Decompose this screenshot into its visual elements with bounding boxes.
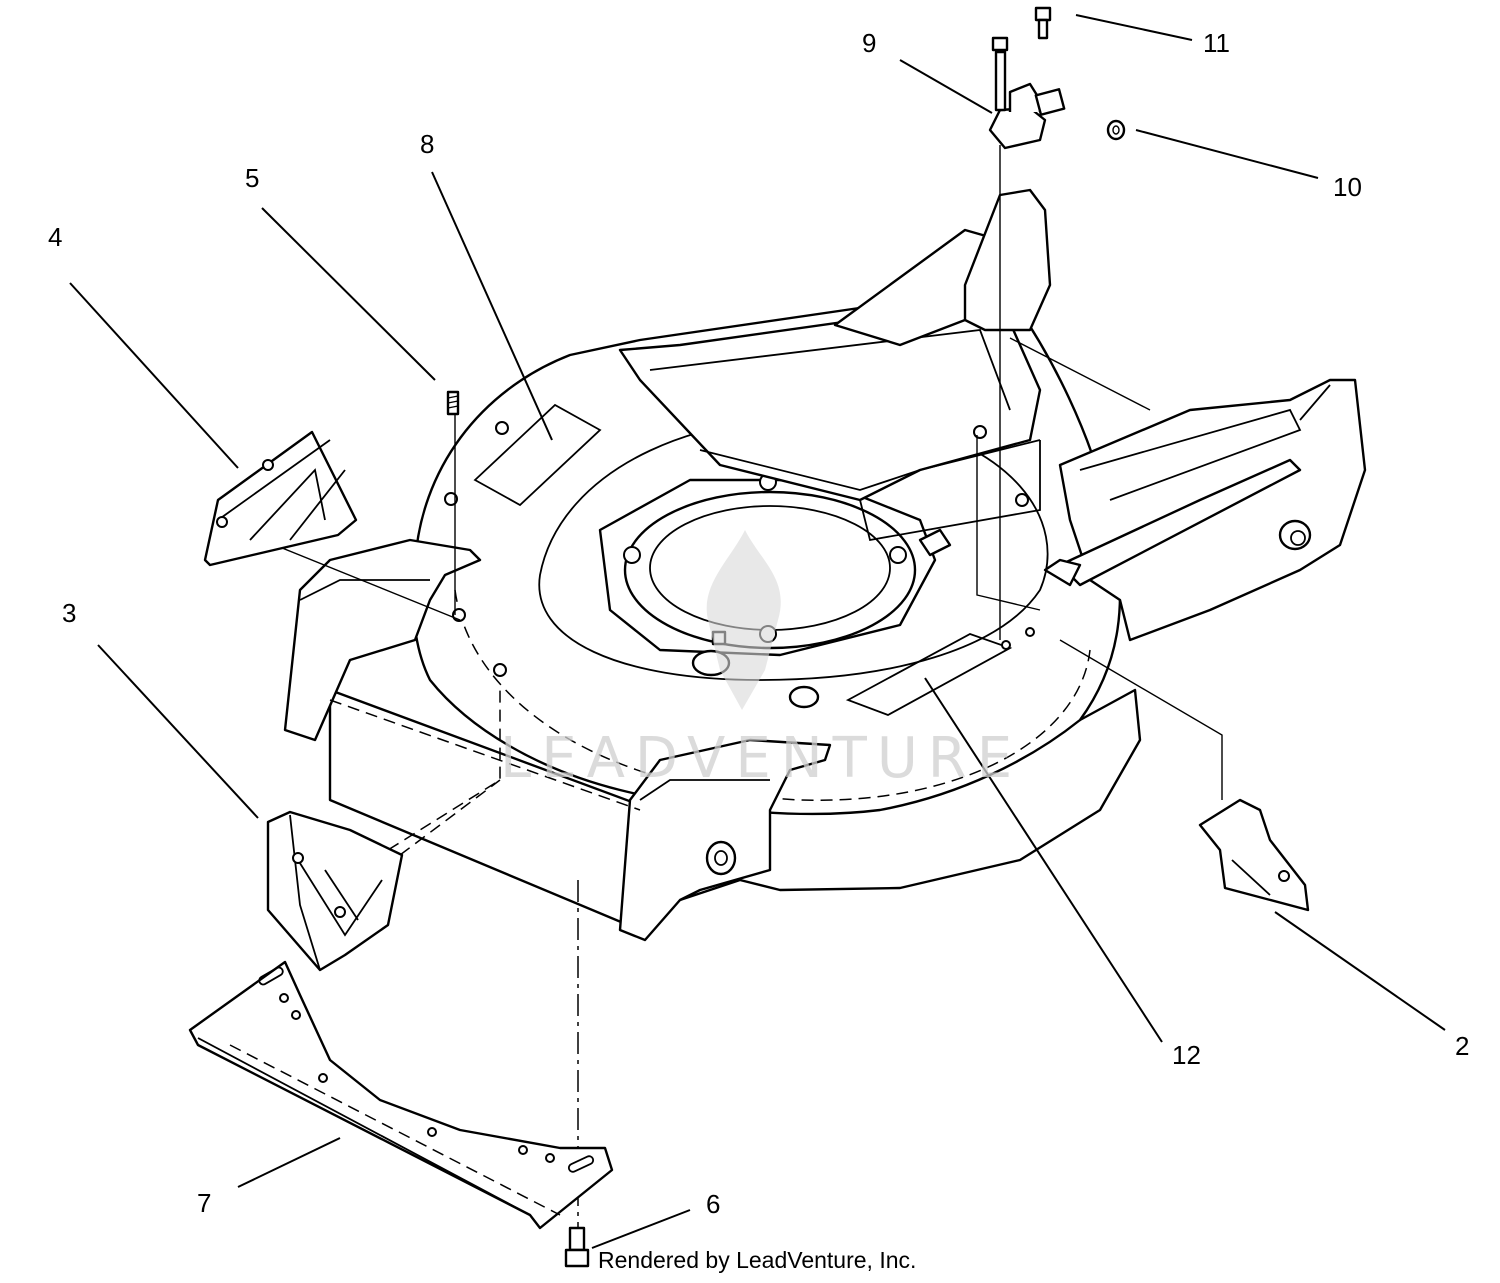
callout-4: 4 — [48, 222, 62, 252]
leader-10 — [1135, 129, 1319, 179]
leader-4 — [69, 282, 239, 469]
watermark-text: LEADVENTURE — [500, 726, 1022, 791]
callout-5: 5 — [245, 163, 259, 193]
callout-7: 7 — [197, 1188, 211, 1218]
render-credit: Rendered by LeadVenture, Inc. — [598, 1247, 916, 1273]
callout-10: 10 — [1333, 172, 1362, 202]
part-9-bracket — [988, 36, 1066, 150]
watermark: LEADVENTURE — [500, 530, 1022, 791]
flame-logo-icon — [706, 530, 781, 710]
leader-9 — [899, 59, 993, 114]
callout-8: 8 — [420, 129, 434, 159]
callout-numbers: 2 3 4 5 6 7 8 9 10 11 12 — [48, 28, 1469, 1219]
leader-2 — [1274, 911, 1446, 1031]
leader-5 — [261, 207, 436, 381]
part-7-skid-plate — [188, 960, 614, 1230]
deck-housing — [283, 188, 1367, 942]
callout-12: 12 — [1172, 1040, 1201, 1070]
leader-3 — [97, 644, 259, 819]
part-5-screw — [446, 390, 460, 416]
callout-3: 3 — [62, 598, 76, 628]
part-11-bolt — [1034, 6, 1052, 40]
leader-12 — [924, 677, 1163, 1043]
part-4-baffle — [203, 430, 358, 567]
leader-11 — [1075, 14, 1193, 41]
leader-8 — [431, 171, 553, 441]
callout-6: 6 — [706, 1189, 720, 1219]
callout-2: 2 — [1455, 1031, 1469, 1061]
part-6-bolt — [564, 1226, 590, 1268]
callout-9: 9 — [862, 28, 876, 58]
assembly-lines — [212, 145, 1223, 1230]
leader-lines — [69, 14, 1446, 1249]
leader-6 — [591, 1209, 691, 1249]
leader-7 — [237, 1137, 341, 1188]
callout-11: 11 — [1203, 28, 1230, 58]
part-10-nut — [1106, 119, 1126, 141]
part-3-baffle — [266, 810, 404, 972]
part-2-baffle — [1198, 798, 1310, 912]
